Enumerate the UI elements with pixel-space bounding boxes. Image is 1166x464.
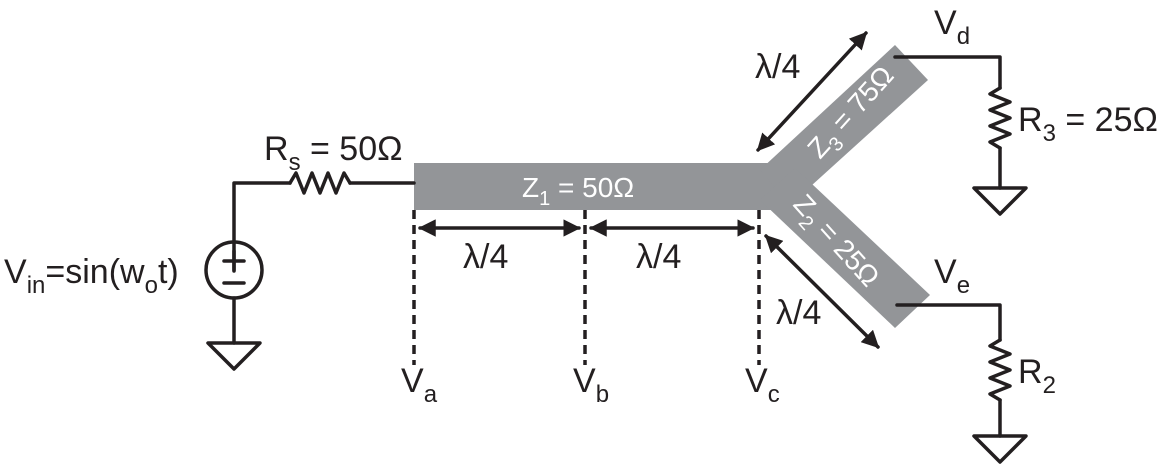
- node-vb-label: Vb: [573, 362, 609, 408]
- ground-icon-r3: [972, 186, 1028, 216]
- ground-icon-source: [206, 341, 262, 371]
- rs-resistor-icon: [288, 171, 352, 195]
- node-vd-label: Vd: [934, 4, 970, 50]
- voltage-source-icon: [204, 240, 264, 300]
- quarter-wave-label-z3: λ/4: [755, 48, 800, 86]
- z1-label: Z1 = 50Ω: [522, 172, 634, 210]
- ground-icon-r2: [972, 434, 1028, 464]
- vin-label: Vin=sin(wot): [4, 253, 179, 299]
- quarter-wave-label-bc: λ/4: [636, 238, 681, 276]
- r2-label: R2: [1018, 353, 1056, 399]
- tline-z1: [414, 163, 775, 210]
- vd-wire: [893, 55, 1002, 90]
- r2-resistor-icon: [988, 338, 1012, 402]
- dim-arrow-z3: [756, 31, 868, 152]
- node-vc-label: Vc: [745, 362, 780, 408]
- quarter-wave-label-z2: λ/4: [776, 294, 821, 332]
- r3-label: R3 = 25Ω: [1018, 101, 1158, 147]
- source-top-wire: [232, 181, 292, 272]
- quarter-wave-label-ab: λ/4: [463, 238, 508, 276]
- node-ve-label: Ve: [934, 253, 970, 299]
- node-va-label: Va: [401, 362, 438, 408]
- dim-arrow-z2: [764, 234, 880, 349]
- r3-resistor-icon: [988, 86, 1012, 150]
- ve-wire: [895, 303, 1002, 342]
- rs-label: Rs = 50Ω: [264, 130, 403, 176]
